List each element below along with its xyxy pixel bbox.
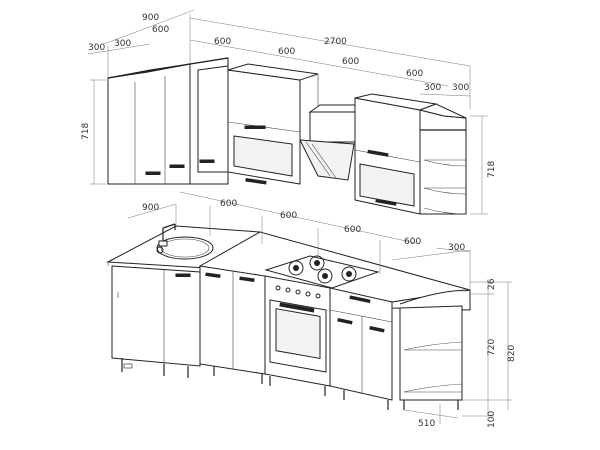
dim-label-shelf-510: 510 <box>418 419 435 429</box>
burner-icon <box>288 260 304 276</box>
upper-cabinet-glass-door <box>227 63 319 185</box>
oven-window <box>275 308 321 360</box>
dim-label-upper-600-c: 600 <box>278 47 295 57</box>
dim-label-upper-300-left-b: 300 <box>114 39 131 49</box>
dim-label-lower-600-c: 600 <box>344 225 361 235</box>
lower-open-shelf-right <box>391 289 471 410</box>
burner-icon <box>341 266 357 282</box>
dim-label-leg-100: 100 <box>487 411 497 428</box>
dim-label-upper-300-right-b: 300 <box>452 83 469 93</box>
upper-corner-cabinet-left <box>107 63 191 185</box>
dim-label-lower-900: 900 <box>142 203 159 213</box>
dim-label-upper-600-d: 600 <box>342 57 359 67</box>
upper-open-shelf-right <box>418 103 467 215</box>
dim-label-total-820: 820 <box>507 345 517 362</box>
dim-label-lower-300: 300 <box>448 243 465 253</box>
dim-label-upper-300-right-a: 300 <box>424 83 441 93</box>
burner-icon <box>309 255 325 271</box>
dim-label-lower-600-a: 600 <box>220 199 237 209</box>
faucet-icon <box>158 223 176 247</box>
sink-bowl <box>156 236 214 260</box>
dim-label-upper-300-left: 300 <box>88 43 105 53</box>
lower-cabinets <box>106 223 471 410</box>
sink-cabinet <box>111 265 201 378</box>
dim-label-upper-600-e: 600 <box>406 69 423 79</box>
upper-cabinet-right-glass <box>354 93 438 215</box>
dim-label-upper-718-left: 718 <box>81 123 91 140</box>
oven-cabinet <box>264 275 331 396</box>
dim-label-upper-600-b: 600 <box>214 37 231 47</box>
countertop-sink-section <box>106 223 262 272</box>
upper-cabinet-narrow <box>189 57 229 185</box>
dimension-lines: 900 300 300 600 2700 600 600 600 600 300… <box>81 9 517 429</box>
dim-label-upper-900: 900 <box>142 13 159 23</box>
dim-label-upper-2700: 2700 <box>324 37 347 47</box>
dim-label-counter-26: 26 <box>487 278 497 290</box>
dim-label-lower-600-d: 600 <box>404 237 421 247</box>
dim-label-upper-600-a: 600 <box>152 25 169 35</box>
upper-lift-door-unit <box>299 104 367 181</box>
lower-cabinet-drawer <box>329 287 393 410</box>
dim-label-cabinet-720: 720 <box>487 339 497 356</box>
gas-hob <box>264 255 380 289</box>
lower-cabinet-two-door <box>199 265 266 384</box>
dim-label-upper-718-right: 718 <box>487 161 497 178</box>
dim-label-lower-600-b: 600 <box>280 211 297 221</box>
burner-icon <box>317 268 333 284</box>
upper-cabinets <box>107 57 467 215</box>
